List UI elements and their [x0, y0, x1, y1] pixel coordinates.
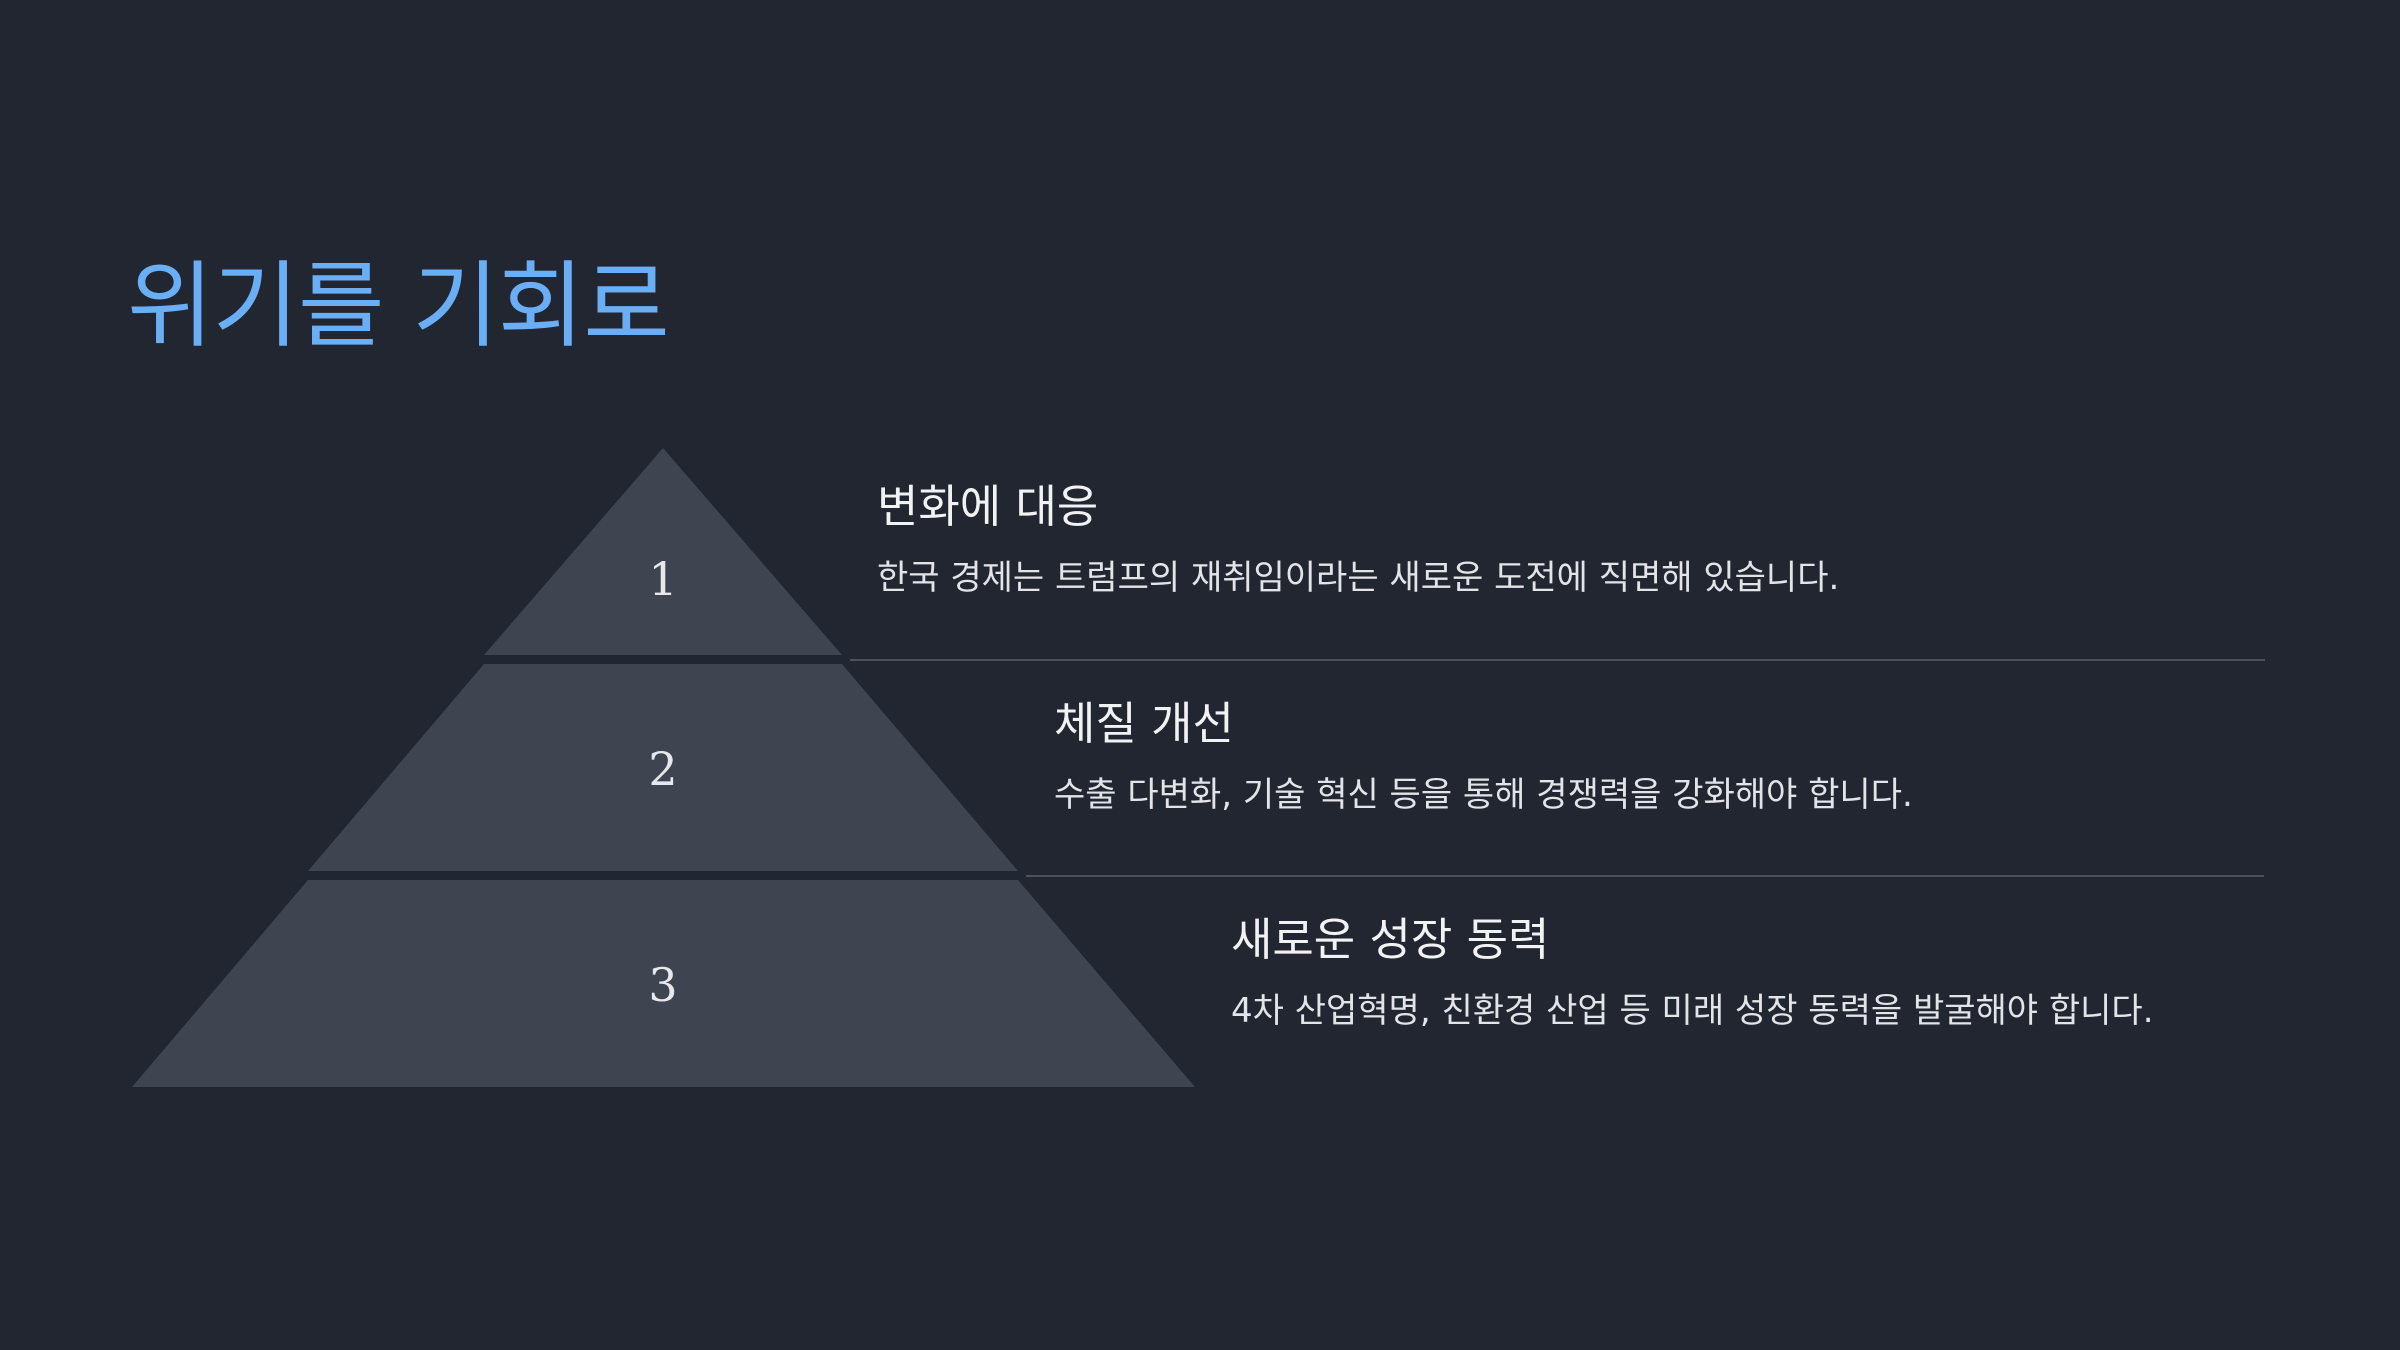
tier-2-heading: 체질 개선	[1054, 697, 1234, 750]
tier-1-description: 한국 경제는 트럼프의 재취임이라는 새로운 도전에 직면해 있습니다.	[877, 558, 1840, 598]
pyramid-tier-2-number: 2	[648, 742, 677, 796]
tier-1-heading: 변화에 대응	[877, 480, 1099, 533]
tier-1-text: 변화에 대응 한국 경제는 트럼프의 재취임이라는 새로운 도전에 직면해 있습…	[877, 480, 1839, 600]
pyramid-tier-2	[308, 664, 1018, 871]
tier-3-heading: 새로운 성장 동력	[1231, 913, 1550, 966]
tier-2-description: 수출 다변화, 기술 혁신 등을 통해 경쟁력을 강화해야 합니다.	[1054, 775, 1913, 815]
pyramid-tier-1	[484, 448, 842, 655]
tier-3-description: 4차 산업혁명, 친환경 산업 등 미래 성장 동력을 발굴해야 합니다.	[1231, 991, 2154, 1031]
pyramid-tier-3	[132, 880, 1195, 1087]
pyramid-tier-3-number: 3	[648, 958, 677, 1012]
tier-2-text: 체질 개선 수출 다변화, 기술 혁신 등을 통해 경쟁력을 강화해야 합니다.	[1054, 697, 1913, 817]
pyramid-tier-1-number: 1	[648, 552, 677, 606]
tier-2-divider	[1026, 875, 2264, 877]
tier-1-divider	[850, 659, 2265, 661]
tier-3-text: 새로운 성장 동력 4차 산업혁명, 친환경 산업 등 미래 성장 동력을 발굴…	[1231, 913, 2154, 1033]
slide-title: 위기를 기회로	[127, 252, 670, 361]
